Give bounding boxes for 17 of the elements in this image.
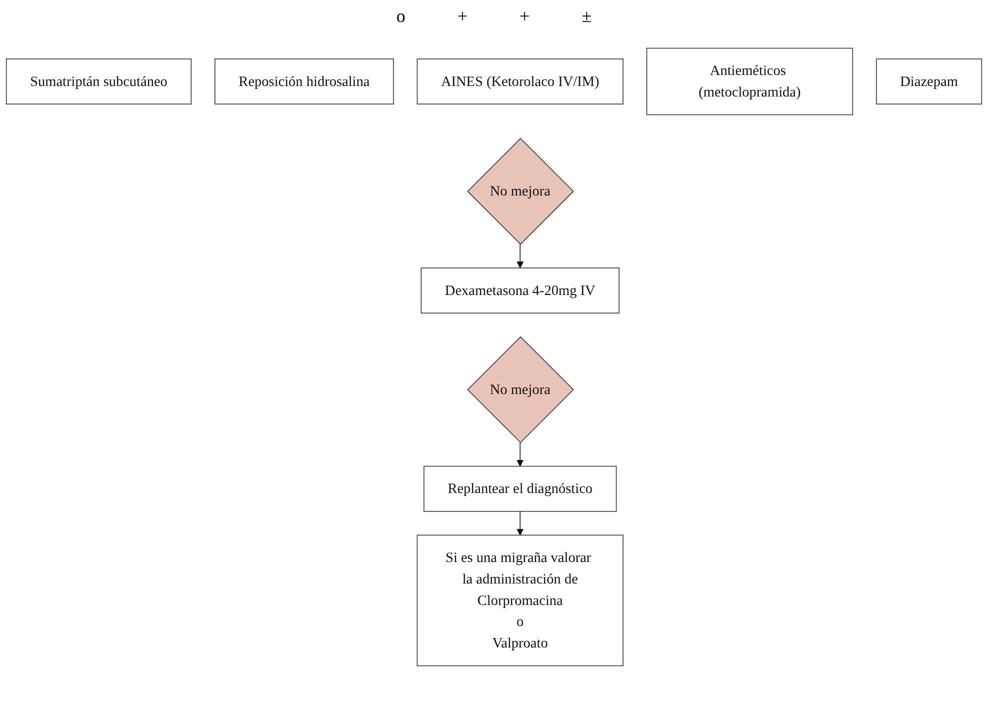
node-box: Replantear el diagnóstico	[424, 466, 617, 512]
node-box: Antieméticos (metoclopramida)	[646, 48, 854, 116]
node-box: Diazepam	[876, 58, 982, 104]
arrow	[516, 442, 524, 467]
node-box: Reposición hidrosalina	[214, 58, 394, 104]
node-diamond: No mejora	[467, 138, 574, 245]
node-box: Si es una migraña valorar la administración de Clorpromacina o Valproato	[416, 534, 624, 666]
node-box: AINES (Ketorolaco IV/IM)	[416, 58, 624, 104]
operator-sign: +	[518, 6, 531, 27]
operator-sign: +	[456, 6, 469, 27]
node-diamond: No mejora	[467, 336, 574, 444]
node-box: Dexametasona 4-20mg IV	[420, 268, 620, 314]
node-box: Sumatriptán subcutáneo	[6, 58, 192, 104]
operator-sign: o	[395, 6, 406, 27]
operator-sign: ±	[580, 6, 593, 27]
arrow	[516, 244, 524, 268]
arrow	[516, 510, 524, 536]
